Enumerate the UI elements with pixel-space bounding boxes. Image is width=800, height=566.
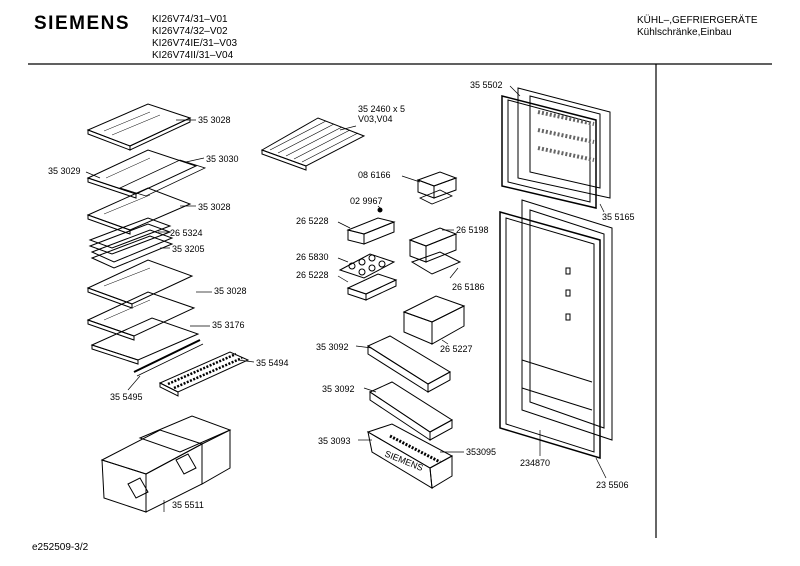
category: KÜHL–,GEFRIERGERÄTE Kühlschränke,Einbau [637,15,758,39]
part-label: 26 5198 [456,225,489,235]
part-label: 35 3028 [198,115,231,125]
brand-logo: SIEMENS [34,13,131,34]
part-label: 35 3176 [212,320,245,330]
wire-grid-shelf [260,117,366,171]
door-balcony-2 [368,381,453,441]
freezer-door [501,87,611,209]
part-label: 35 3092 [322,384,355,394]
small-box [416,171,458,205]
part-label: 26 5830 [296,252,329,262]
door-balcony-3 [366,423,454,489]
part-label: 35 5165 [602,212,635,222]
glass-shelf-3 [86,187,192,235]
part-label: 35 5511 [172,500,204,510]
glass-shelf-4 [86,259,194,309]
part-label: 353095 [466,447,496,457]
egg-tray [338,253,396,279]
part-label: V03,V04 [358,114,393,124]
shelf-trim-set [88,217,174,269]
part-label: 08 6166 [358,170,391,180]
part-label: 35 3205 [172,244,205,254]
part-label: 35 3030 [206,154,239,164]
model-line: KI26V74/31–V01 [152,14,228,25]
leader-lines [85,85,607,512]
part-label: 35 3093 [318,436,351,446]
part-label: 26 5186 [452,282,485,292]
part-label: 26 5228 [296,270,329,280]
shelf-cup-2 [346,273,398,301]
part-label: 234870 [520,458,550,468]
model-line: KI26V74IE/31–V03 [152,38,238,49]
trim-strip [133,339,204,377]
door-bin-medium [402,295,466,345]
model-list: KI26V74/31–V01 KI26V74/32–V02 KI26V74IE/… [152,14,237,62]
category-line: Kühlschränke,Einbau [637,27,732,38]
glass-shelf-5 [86,291,196,341]
category-line: KÜHL–,GEFRIERGERÄTE [637,15,758,26]
part-label: 23 5506 [596,480,629,490]
door-balcony-1 [366,335,452,393]
part-label: 35 3028 [198,202,231,212]
part-label: 26 5228 [296,216,329,226]
part-label: 26 5227 [440,344,473,354]
screw [377,207,383,213]
model-line: KI26V74II/31–V04 [152,50,234,61]
part-label: 35 5502 [470,80,503,90]
glass-shelf-2 [86,149,207,199]
part-label: 26 5324 [170,228,203,238]
glass-shelf-6 [90,317,200,365]
model-line: KI26V74/32–V02 [152,26,228,37]
fridge-door [499,199,613,460]
shelf-cup-1 [346,217,396,245]
part-label: 35 3029 [48,166,81,176]
grille [158,351,250,397]
vegetable-drawers [100,415,232,513]
part-label: 35 2460 x 5 [358,104,405,114]
door-bin-small [408,227,462,275]
part-label: 35 3092 [316,342,349,352]
drawing-code: e252509-3/2 [32,542,89,553]
glass-shelf-1 [86,103,192,151]
part-label: 35 3028 [214,286,247,296]
part-label: 02 9967 [350,196,383,206]
part-label: 35 5494 [256,358,289,368]
part-label: 35 5495 [110,392,143,402]
